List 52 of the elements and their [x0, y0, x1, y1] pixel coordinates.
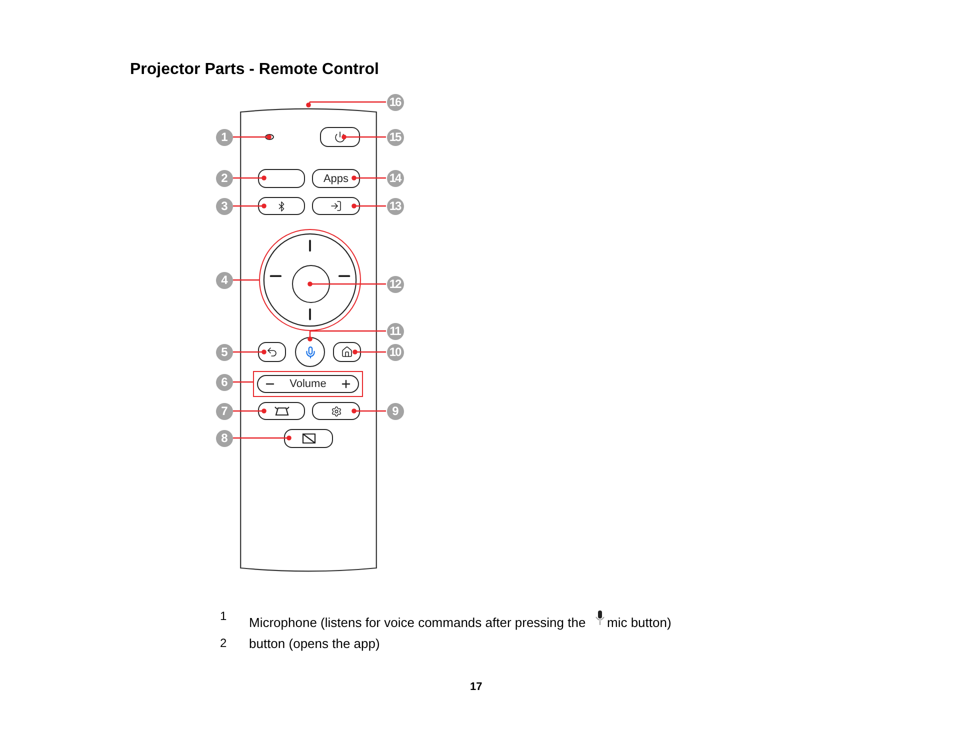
callout-number: 12 [386, 276, 404, 292]
callout-number: 16 [386, 94, 404, 110]
callout-number: 14 [386, 170, 404, 186]
description-text: mic button) [607, 615, 672, 630]
leader-line [306, 101, 386, 108]
callout-number: 2 [216, 170, 232, 186]
leader-line [233, 279, 259, 281]
callout-number: 1 [216, 128, 232, 146]
apps-button [312, 169, 360, 188]
leader-line [233, 436, 292, 440]
callout-number: 13 [386, 198, 404, 214]
highlight-frame [253, 371, 363, 397]
callout-number: 3 [216, 198, 232, 214]
leader-line [233, 134, 272, 140]
power-button [320, 127, 360, 147]
page-title: Projector Parts - Remote Control [130, 61, 379, 79]
leader-line [233, 381, 253, 383]
leader-line [233, 350, 266, 354]
leader-line [352, 176, 386, 180]
settings-button [312, 402, 360, 420]
bluetooth-button [258, 197, 305, 215]
leader-line [308, 330, 386, 342]
leader-line [308, 282, 386, 286]
button-label: Volume [290, 378, 326, 390]
keystone-button [258, 402, 305, 420]
microphone-hole [265, 134, 274, 140]
input-button [312, 197, 360, 215]
callout-number: 15 [386, 128, 404, 146]
leader-line [233, 408, 266, 414]
item-number: 1 [220, 609, 227, 623]
leader-line [233, 204, 266, 208]
callout-number: 6 [216, 374, 232, 390]
callout-number: 10 [386, 344, 404, 360]
app-button [258, 169, 305, 188]
callout-number: 9 [386, 402, 404, 420]
callout-number: 8 [216, 430, 232, 446]
leader-line [352, 350, 386, 354]
description-text: Microphone (listens for voice commands after pressing the [249, 615, 586, 630]
leader-line [342, 134, 386, 140]
item-number: 2 [220, 636, 227, 650]
button-label: Apps [323, 172, 349, 184]
callout-number: 11 [386, 322, 404, 340]
leader-line [352, 204, 386, 208]
callout-number: 4 [216, 272, 232, 288]
callout-number: 7 [216, 402, 232, 420]
blank-button [284, 429, 333, 448]
direction-pad [259, 229, 361, 331]
callout-number: 5 [216, 344, 232, 360]
page-number: 17 [470, 681, 482, 693]
leader-line [233, 176, 266, 180]
leader-line [352, 408, 386, 414]
description-text: button (opens the app) [249, 636, 380, 651]
